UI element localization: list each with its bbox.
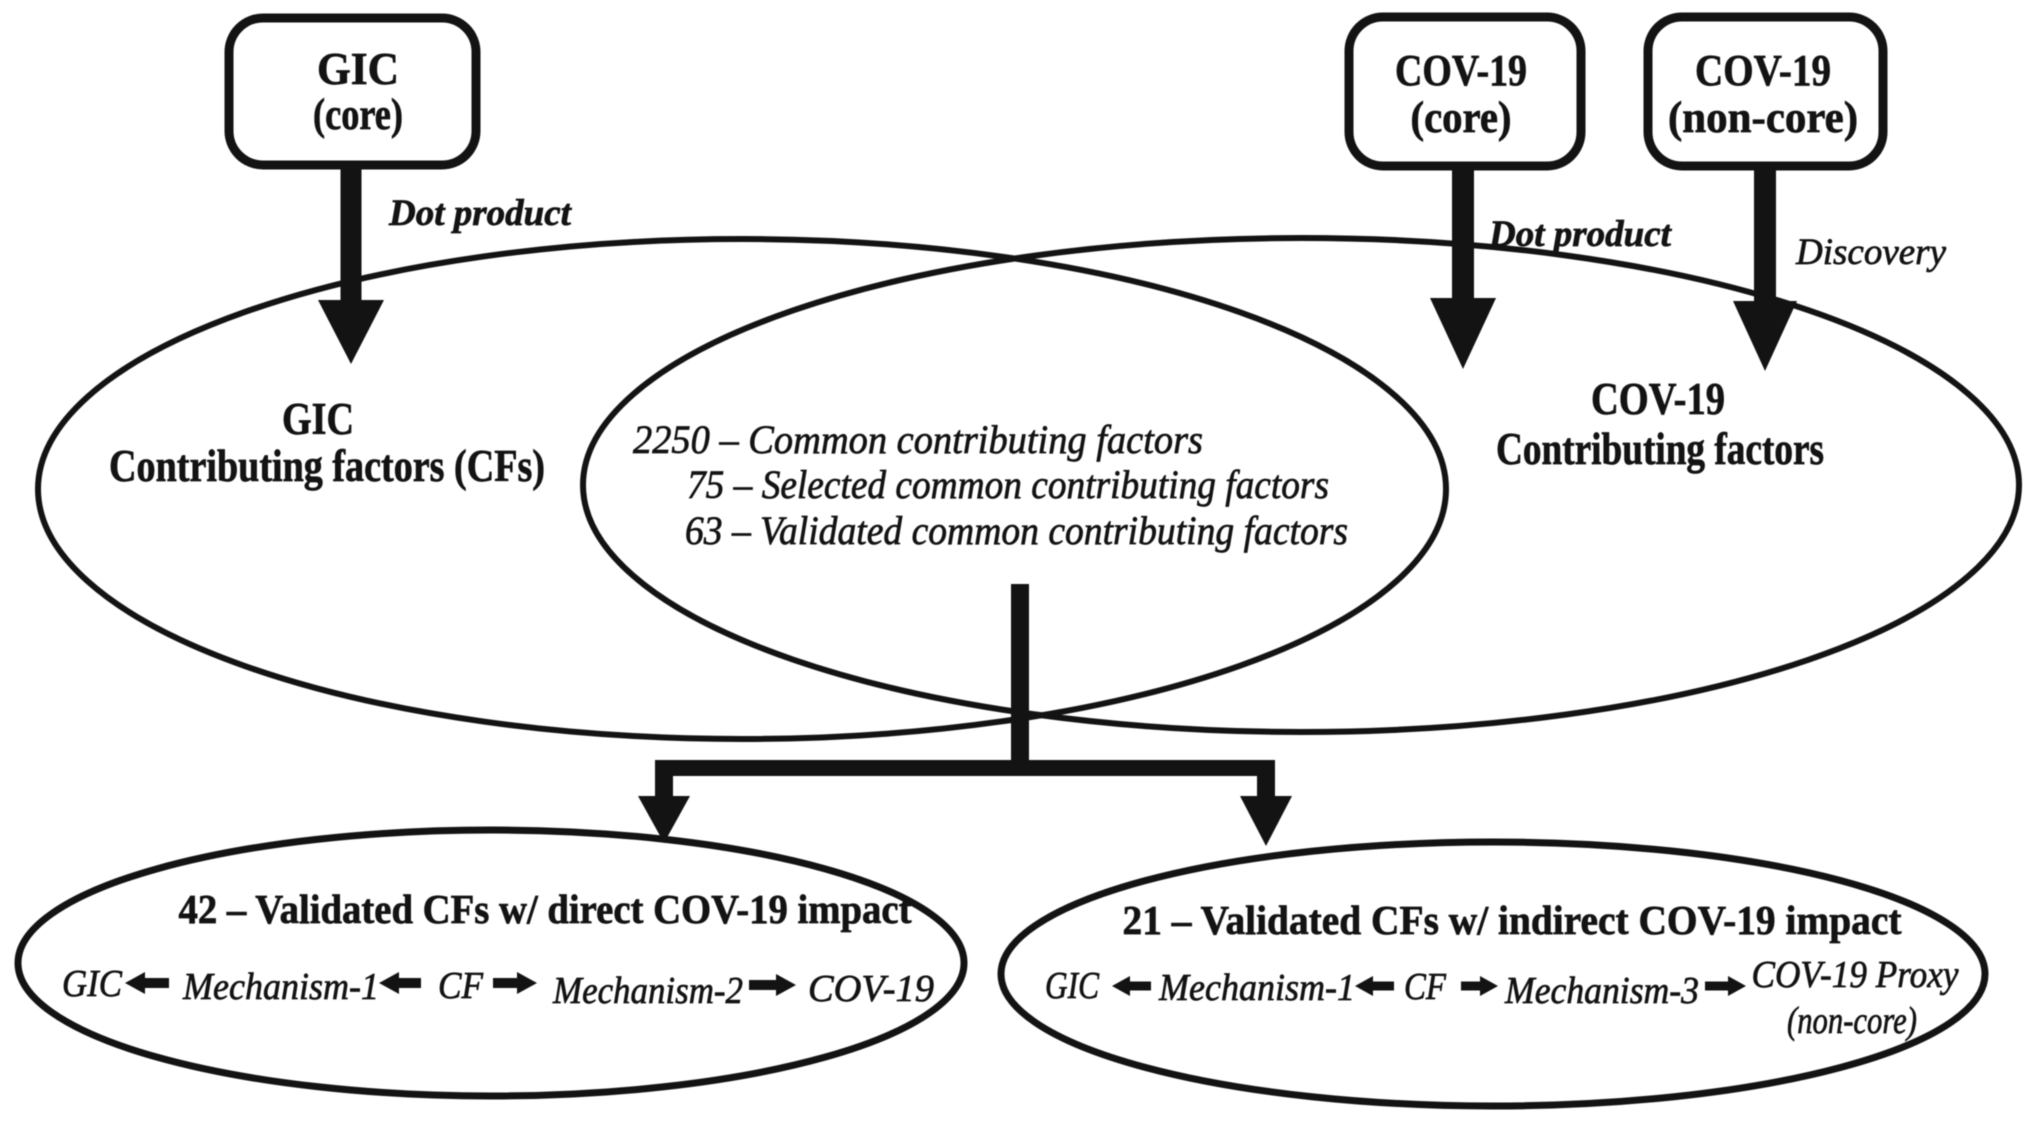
svg-text:42 – Validated CFs w/ direct: 42 – Validated CFs w/ direct COV-19 impa… <box>179 886 912 932</box>
svg-text:COV-19: COV-19 <box>1695 46 1831 95</box>
svg-text:COV-19: COV-19 <box>808 968 934 1010</box>
svg-text:GIC: GIC <box>1045 965 1100 1007</box>
svg-text:63 – Validated common contribu: 63 – Validated common contributing facto… <box>685 508 1348 553</box>
svg-text:CF: CF <box>1404 966 1447 1008</box>
svg-text:CF: CF <box>438 965 484 1007</box>
svg-text:Mechanism-3: Mechanism-3 <box>1504 970 1699 1012</box>
svg-text:(core): (core) <box>313 90 403 139</box>
svg-text:GIC: GIC <box>317 43 399 94</box>
svg-text:Dot product: Dot product <box>1488 214 1673 255</box>
svg-text:75 – Selected common contribut: 75 – Selected common contributing factor… <box>687 462 1329 507</box>
svg-text:Contributing factors (CFs): Contributing factors (CFs) <box>109 441 545 491</box>
svg-text:Contributing factors: Contributing factors <box>1496 424 1824 474</box>
svg-text:2250 – Common contributing fa: 2250 – Common contributing factors <box>633 417 1203 462</box>
svg-text:COV-19: COV-19 <box>1591 374 1725 424</box>
svg-text:GIC: GIC <box>62 963 123 1005</box>
svg-text:COV-19: COV-19 <box>1395 46 1527 95</box>
svg-text:Mechanism-1: Mechanism-1 <box>1158 967 1355 1009</box>
svg-text:(core): (core) <box>1411 93 1512 142</box>
svg-text:21 – Validated CFs w/ indirec: 21 – Validated CFs w/ indirect COV-19 im… <box>1123 897 1902 943</box>
svg-text:Mechanism-1: Mechanism-1 <box>182 966 379 1008</box>
svg-text:Mechanism-2: Mechanism-2 <box>552 970 743 1012</box>
svg-text:GIC: GIC <box>282 394 354 444</box>
svg-text:Discovery: Discovery <box>1795 232 1947 273</box>
svg-text:(non-core): (non-core) <box>1787 1000 1917 1042</box>
svg-text:(non-core): (non-core) <box>1668 93 1858 142</box>
svg-text:Dot product: Dot product <box>388 193 573 234</box>
svg-text:COV-19 Proxy: COV-19 Proxy <box>1752 954 1959 996</box>
